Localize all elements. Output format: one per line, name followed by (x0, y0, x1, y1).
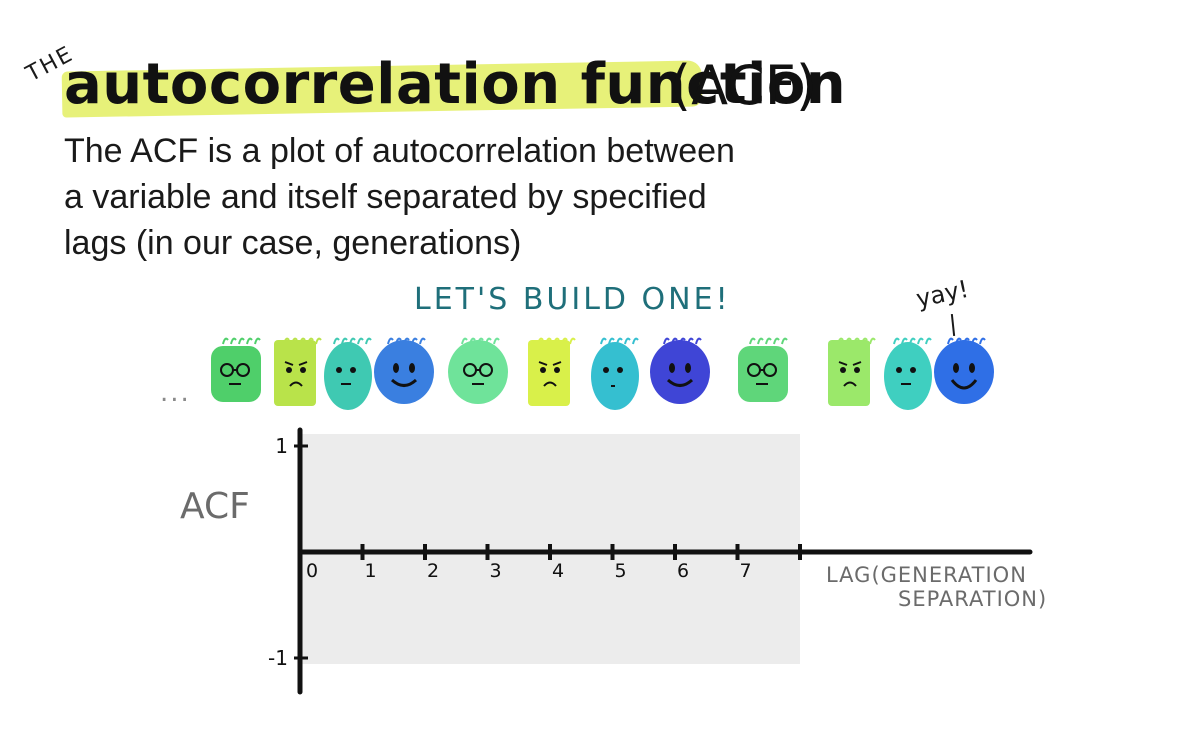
description: The ACF is a plot of autocorrelation bet… (64, 128, 844, 266)
description-line: a variable and itself separated by speci… (64, 178, 707, 216)
x-axis-label: SEPARATION) (898, 587, 1047, 611)
y-tick-label: 1 (275, 434, 288, 458)
x-tick-label: 6 (677, 560, 689, 582)
creature-illustration (211, 337, 261, 402)
x-tick-label: 1 (364, 560, 376, 582)
creature-illustration (650, 337, 710, 404)
banner-text: LET'S BUILD ONE! (414, 282, 731, 317)
creature-illustration (274, 337, 322, 406)
x-tick-label: 2 (427, 560, 439, 582)
creature-illustration (528, 337, 576, 406)
creature-illustration (374, 337, 434, 404)
title-block: THE autocorrelation function (ACF) (22, 22, 846, 122)
y-tick-label: -1 (268, 646, 288, 670)
x-tick-label: 3 (489, 560, 501, 582)
x-tick-label: 0 (306, 560, 318, 582)
y-axis-label: ACF (180, 486, 250, 527)
x-tick-label: 7 (739, 560, 751, 582)
creature-illustration (738, 337, 788, 402)
creature-illustration (324, 337, 372, 410)
creature-illustration (884, 337, 932, 410)
title-suffix: (ACF) (670, 54, 817, 117)
ellipsis: ... (160, 378, 191, 408)
description-line: lags (in our case, generations) (64, 224, 522, 262)
creature-illustration (828, 337, 876, 406)
creature-illustration (448, 337, 508, 404)
creature-illustration (934, 337, 994, 404)
description-line: The ACF is a plot of autocorrelation bet… (64, 132, 735, 170)
x-axis-label: LAG(GENERATION (826, 563, 1027, 587)
creature-illustration (591, 337, 639, 410)
x-tick-label: 5 (614, 560, 626, 582)
x-tick-label: 4 (552, 560, 564, 582)
title-main: autocorrelation function (64, 52, 847, 117)
